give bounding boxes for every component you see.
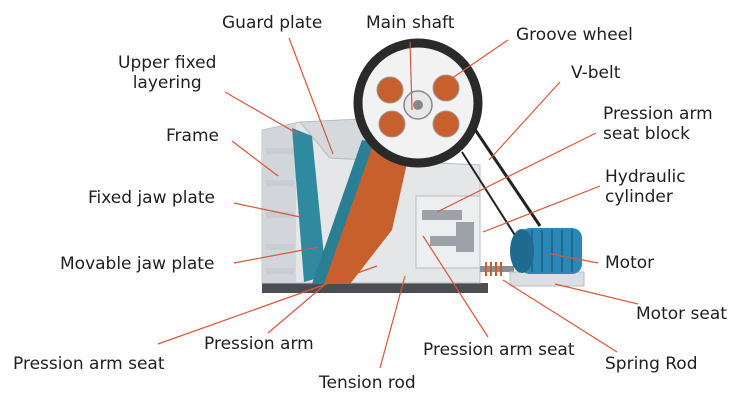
label-motor-seat: Motor seat bbox=[636, 304, 727, 324]
wheel-hole-2 bbox=[432, 74, 460, 102]
frame-side-panel bbox=[262, 124, 296, 283]
leader-v-belt bbox=[488, 81, 561, 161]
label-movable-jaw-plate: Movable jaw plate bbox=[60, 254, 215, 274]
label-pression-arm-seat-block: Pression arm seat block bbox=[603, 104, 713, 144]
leader-upper-fixed-layering bbox=[224, 91, 299, 135]
movable-jaw-shape bbox=[320, 140, 410, 284]
label-fixed-jaw-plate: Fixed jaw plate bbox=[88, 188, 215, 208]
label-tension-rod: Tension rod bbox=[319, 373, 416, 393]
wheel-hole-4 bbox=[378, 110, 406, 138]
leader-hydraulic-cylinder bbox=[482, 185, 601, 233]
main-shaft-center bbox=[413, 100, 423, 110]
leader-spring-rod bbox=[502, 279, 618, 353]
leader-groove-wheel bbox=[444, 39, 509, 84]
hydraulic-assembly bbox=[422, 210, 474, 252]
label-motor: Motor bbox=[605, 253, 655, 273]
motor-seat-shape bbox=[509, 271, 585, 287]
movable-jaw-liner bbox=[312, 140, 374, 284]
frame-ribs bbox=[266, 148, 294, 274]
label-upper-fixed-layering: Upper fixed layering bbox=[118, 53, 217, 93]
wheel-hole-3 bbox=[432, 110, 460, 138]
leader-frame bbox=[231, 140, 279, 177]
leader-tension-rod bbox=[379, 275, 406, 369]
label-pression-arm: Pression arm bbox=[204, 334, 314, 354]
leader-motor bbox=[550, 253, 599, 264]
label-v-belt: V-belt bbox=[571, 63, 621, 83]
label-guard-plate: Guard plate bbox=[222, 13, 323, 33]
leader-lines bbox=[157, 37, 639, 369]
leader-motor-seat bbox=[554, 283, 639, 305]
leader-main-shaft bbox=[409, 41, 413, 111]
label-main-shaft: Main shaft bbox=[366, 13, 455, 33]
label-groove-wheel: Groove wheel bbox=[516, 25, 633, 45]
label-pression-arm-seat-left: Pression arm seat bbox=[13, 354, 165, 374]
label-frame: Frame bbox=[166, 126, 219, 146]
base-plate bbox=[262, 283, 488, 293]
spring-coils bbox=[485, 262, 502, 276]
label-spring-rod: Spring Rod bbox=[605, 354, 698, 374]
leader-pression-arm-seat-left bbox=[157, 265, 378, 345]
leader-pression-arm bbox=[267, 247, 369, 334]
label-pression-arm-seat-right: Pression arm seat bbox=[423, 340, 575, 360]
leader-pression-arm-seat-block bbox=[436, 132, 597, 213]
leader-guard-plate bbox=[288, 37, 334, 155]
leader-movable-jaw-plate bbox=[233, 246, 320, 264]
motor-pulley bbox=[510, 229, 534, 273]
label-hydraulic-cylinder: Hydraulic cylinder bbox=[605, 167, 686, 207]
leader-pression-arm-seat-right bbox=[422, 235, 489, 338]
leader-fixed-jaw-plate bbox=[233, 202, 301, 218]
fixed-jaw-plate-shape bbox=[292, 128, 326, 282]
wheel-hole-1 bbox=[376, 76, 404, 104]
